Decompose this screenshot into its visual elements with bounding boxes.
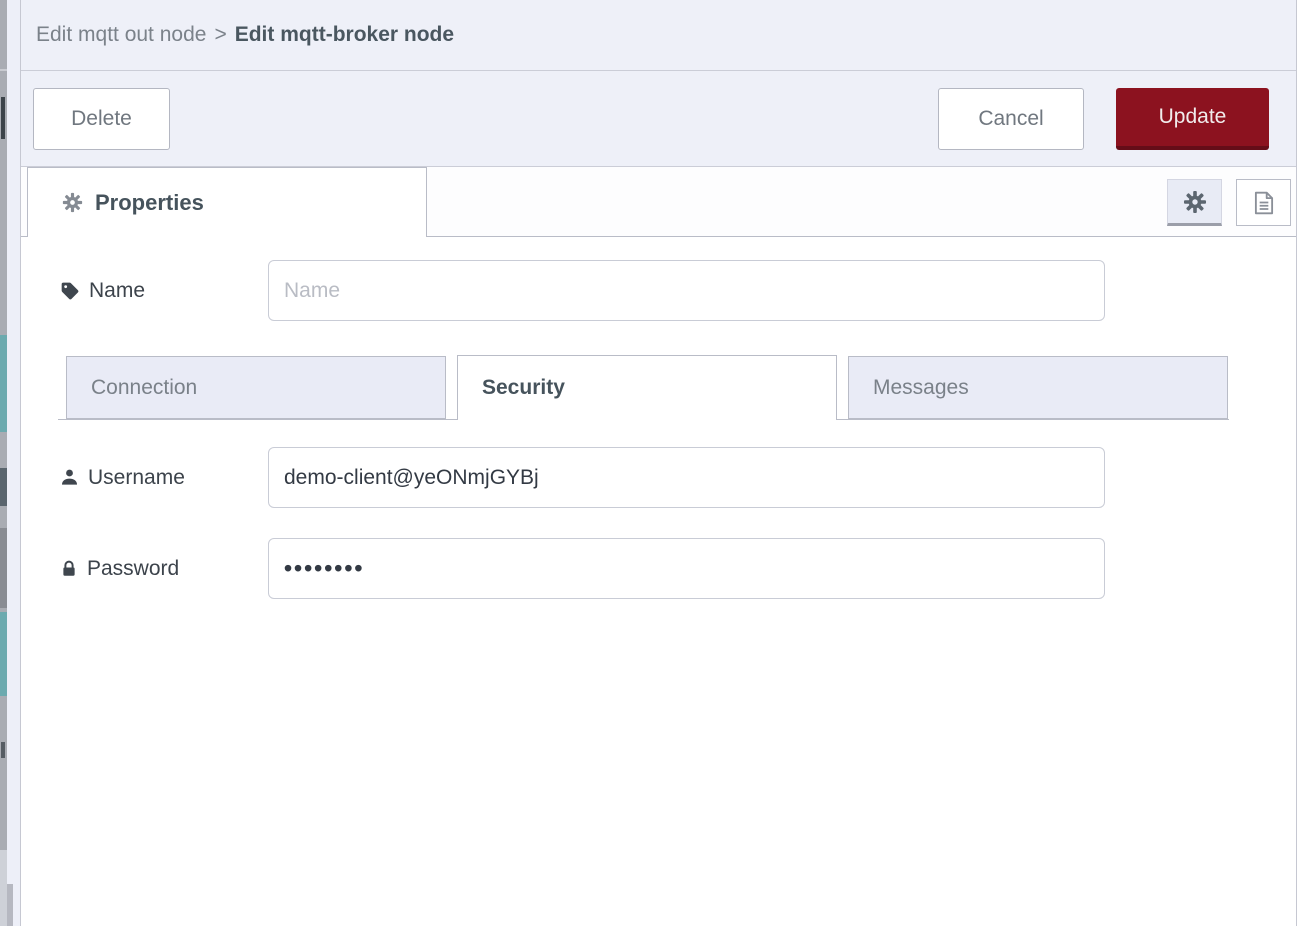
edit-tray-dialog: Edit mqtt out node > Edit mqtt-broker no… bbox=[21, 0, 1297, 926]
scrollbar-thumb[interactable] bbox=[7, 884, 13, 926]
username-input[interactable] bbox=[268, 447, 1105, 508]
workspace-fragment bbox=[1, 742, 5, 758]
lock-icon bbox=[60, 560, 78, 578]
workspace-fragment bbox=[0, 69, 7, 71]
breadcrumb-current: Edit mqtt-broker node bbox=[234, 23, 455, 46]
subtab-connection[interactable]: Connection bbox=[66, 356, 446, 419]
gear-icon bbox=[62, 192, 83, 213]
name-row: Name bbox=[60, 260, 1296, 321]
subtab-security[interactable]: Security bbox=[457, 355, 837, 420]
workspace-fragment bbox=[1, 97, 5, 139]
name-input[interactable] bbox=[268, 260, 1105, 321]
under-tray-edge bbox=[7, 0, 21, 926]
node-description-button[interactable] bbox=[1236, 179, 1291, 226]
workspace-sliver bbox=[0, 0, 7, 926]
workspace-fragment bbox=[0, 528, 7, 608]
editor-tab-row: Properties bbox=[21, 167, 1296, 237]
delete-button[interactable]: Delete bbox=[33, 87, 170, 150]
username-row: Username bbox=[60, 447, 1296, 508]
username-label-text: Username bbox=[88, 465, 185, 489]
breadcrumb: Edit mqtt out node > Edit mqtt-broker no… bbox=[21, 0, 1296, 71]
broker-subtabs: Connection Security Messages bbox=[58, 355, 1229, 420]
cancel-button[interactable]: Cancel bbox=[938, 87, 1084, 150]
breadcrumb-parent[interactable]: Edit mqtt out node bbox=[36, 23, 207, 46]
name-label: Name bbox=[60, 279, 268, 303]
password-input[interactable] bbox=[268, 538, 1105, 599]
tab-properties[interactable]: Properties bbox=[27, 167, 427, 237]
password-row: Password bbox=[60, 538, 1296, 599]
user-icon bbox=[60, 468, 79, 487]
workspace-fragment-node bbox=[0, 612, 7, 696]
breadcrumb-separator: > bbox=[214, 23, 227, 46]
node-settings-button[interactable] bbox=[1167, 179, 1222, 226]
tab-properties-label: Properties bbox=[95, 189, 204, 215]
name-label-text: Name bbox=[89, 278, 146, 302]
subtab-messages[interactable]: Messages bbox=[848, 356, 1228, 419]
password-label: Password bbox=[60, 557, 268, 581]
workspace-fragment-node bbox=[0, 335, 7, 432]
workspace-fragment bbox=[0, 468, 7, 506]
button-group-right: Cancel Update bbox=[938, 87, 1269, 150]
subtab-security-label: Security bbox=[482, 376, 565, 399]
password-label-text: Password bbox=[87, 556, 180, 580]
tag-icon bbox=[60, 281, 80, 301]
gear-icon bbox=[1183, 190, 1207, 214]
update-button[interactable]: Update bbox=[1116, 87, 1269, 150]
username-label: Username bbox=[60, 466, 268, 490]
workspace-fragment bbox=[0, 850, 7, 926]
properties-form: Name Connection Security Messages bbox=[21, 260, 1296, 599]
subtab-connection-label: Connection bbox=[91, 375, 198, 399]
action-button-bar: Delete Cancel Update bbox=[21, 71, 1296, 167]
document-icon bbox=[1251, 190, 1277, 216]
subtab-messages-label: Messages bbox=[873, 375, 969, 399]
